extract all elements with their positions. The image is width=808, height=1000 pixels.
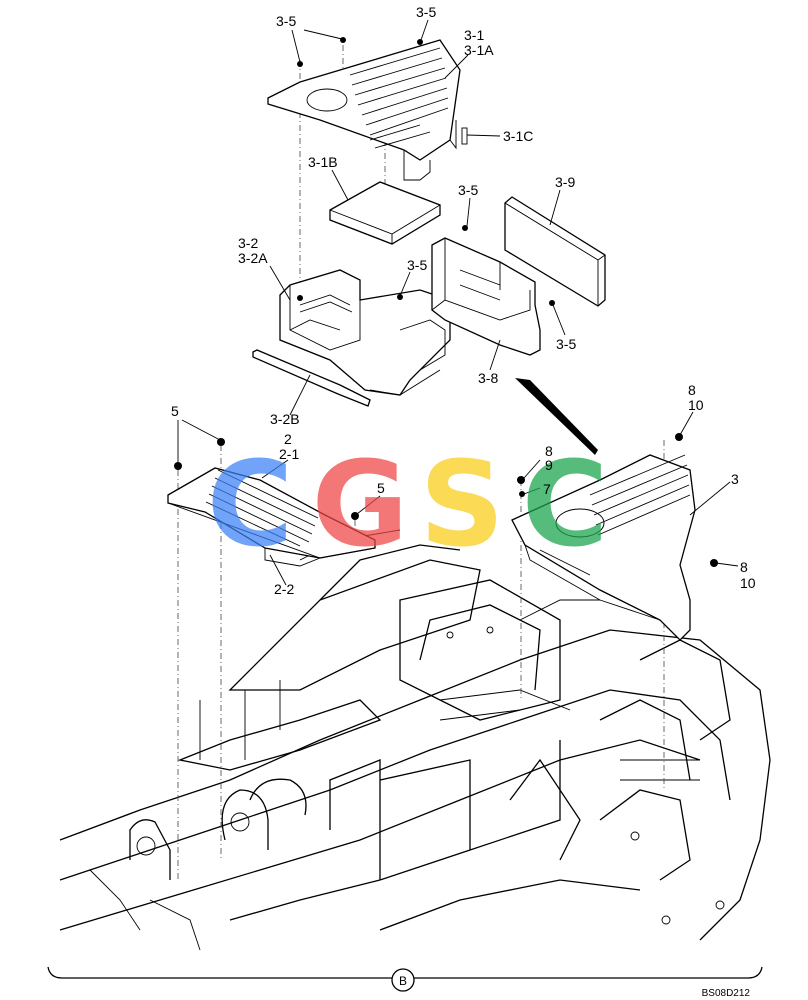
drawing-reference: BS08D212 [702,988,751,999]
callout-10-top: 10 [688,397,704,413]
cover-3-9 [504,196,606,307]
callout-3-2: 3-2 [238,235,258,251]
callout-3-1: 3-1 [464,27,484,43]
side-panel-3-8 [431,225,555,356]
watermark-letter-g: G [312,435,409,573]
callout-3-1c: 3-1C [503,128,533,144]
step-plate-2 [167,438,376,567]
watermark-letter-c: C [207,435,294,573]
watermark-letter-c2: C [522,435,609,573]
floor-plate-3 [511,433,718,641]
callout-2-2: 2-2 [274,581,294,597]
footer-circle-label: B [399,974,407,988]
callout-3-2a: 3-2A [238,250,268,266]
callout-3-5-top-left: 3-5 [276,13,296,29]
callout-3-9: 3-9 [555,174,575,190]
footer-bracket: B BS08D212 [47,966,763,999]
leader-lines [177,19,739,586]
callout-3-2b: 3-2B [270,411,300,427]
callout-8-top: 8 [688,382,696,398]
frame-3-2 [279,269,451,396]
callout-7: 7 [543,481,551,497]
callout-3-5-mid: 3-5 [458,182,478,198]
callout-3-5-top-right: 3-5 [416,4,436,20]
watermark: C G S C [207,435,609,573]
direction-arrow [515,378,598,455]
callout-3-1b: 3-1B [308,154,338,170]
machine-frame [59,529,771,951]
callout-3: 3 [731,471,739,487]
callout-8-mid: 8 [545,443,553,459]
callout-5-mid: 5 [377,480,385,496]
callout-10-right: 10 [740,575,756,591]
callout-3-8: 3-8 [478,370,498,386]
callout-3-5-right: 3-5 [556,336,576,352]
callout-labels: 3-5 3-5 3-1 3-1A 3-1C 3-1B 3-5 3-9 3-2 3… [171,4,756,597]
callout-5-left: 5 [171,403,179,419]
callout-3-1a: 3-1A [464,42,494,58]
callout-3-5-center: 3-5 [407,257,427,273]
watermark-letter-s: S [420,435,505,573]
callout-2: 2 [284,431,292,447]
strip-3-2b [252,349,371,407]
floor-mat-3-1b [329,181,441,245]
footer-circle [391,968,415,992]
callout-9: 9 [545,457,553,473]
callout-2-1: 2-1 [279,446,299,462]
floor-plate-3-1 [267,37,501,181]
callout-8-right: 8 [740,559,748,575]
